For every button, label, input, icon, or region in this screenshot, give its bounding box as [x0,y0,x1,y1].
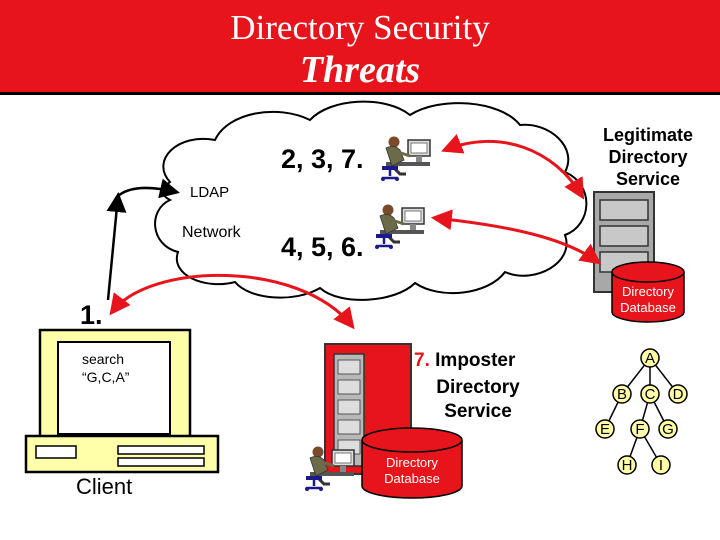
imposter-service-label: Directory Service [418,376,538,424]
client-to-imposter-arrow [109,274,355,330]
tree-node-c: C [640,384,660,404]
tree-node-label: E [600,421,610,438]
legitimate-database-label: Directory Database [612,284,684,316]
title-banner: Directory Security Threats [0,0,720,95]
tree-node-e: E [595,419,615,439]
tree-node-d: D [668,384,688,404]
lower-attacker-arrow [430,209,602,265]
imposter-service-line2: Directory [436,377,520,398]
tree-node-label: I [659,457,663,474]
imposter-step: 7. Imposter [414,350,515,372]
upper-attacker-arrow [441,134,585,200]
tree-node-label: D [673,386,684,403]
lower-attacker-steps: 4, 5, 6. [281,232,364,262]
legitimate-service-line2: Directory [608,147,688,167]
directory-tree-edges [604,357,679,466]
legitimate-database-icon [611,261,685,323]
client-screen-text: search “G,C,A” [82,350,129,386]
imposter-step-number: 7. [414,350,430,371]
network-label: Network [182,224,241,241]
tree-node-label: F [635,421,644,438]
network-entry-arrow [117,178,180,199]
tree-node-label: A [645,350,655,367]
tree-node-h: H [617,455,637,475]
tree-node-label: C [645,386,656,403]
imposter-service-line3: Service [444,401,512,422]
tree-node-label: H [622,457,633,474]
imposter-database-icon [361,427,463,499]
legitimate-service-label: Legitimate Directory Service [592,124,704,190]
tree-node-i: I [651,455,671,475]
imposter-database-line1: Directory [385,455,438,470]
slide-title: Directory Security [230,8,490,47]
client-to-network-arrow [106,192,127,301]
imposter-database-line2: Database [384,471,440,486]
tree-node-f: F [630,419,650,439]
tree-node-a: A [640,348,660,368]
slide-subtitle: Threats [299,49,421,91]
client-computer-icon [24,328,220,474]
client-step: 1. [80,300,103,330]
imposter-service-line1: Imposter [435,350,516,371]
legitimate-database-line2: Database [620,300,676,315]
tree-node-label: B [617,386,627,403]
upper-attacker-steps: 2, 3, 7. [281,144,364,174]
client-search-query: “G,C,A” [82,369,130,385]
legitimate-service-line3: Service [615,169,681,189]
tree-node-b: B [612,384,632,404]
legitimate-database-line1: Directory [621,284,674,299]
client-label: Client [76,474,133,499]
tree-node-label: G [662,421,674,438]
ldap-label: LDAP [190,184,230,201]
tree-node-g: G [658,419,678,439]
legitimate-service-line1: Legitimate [602,125,694,145]
client-search-label: search [82,351,125,367]
imposter-database-label: Directory Database [362,455,462,487]
